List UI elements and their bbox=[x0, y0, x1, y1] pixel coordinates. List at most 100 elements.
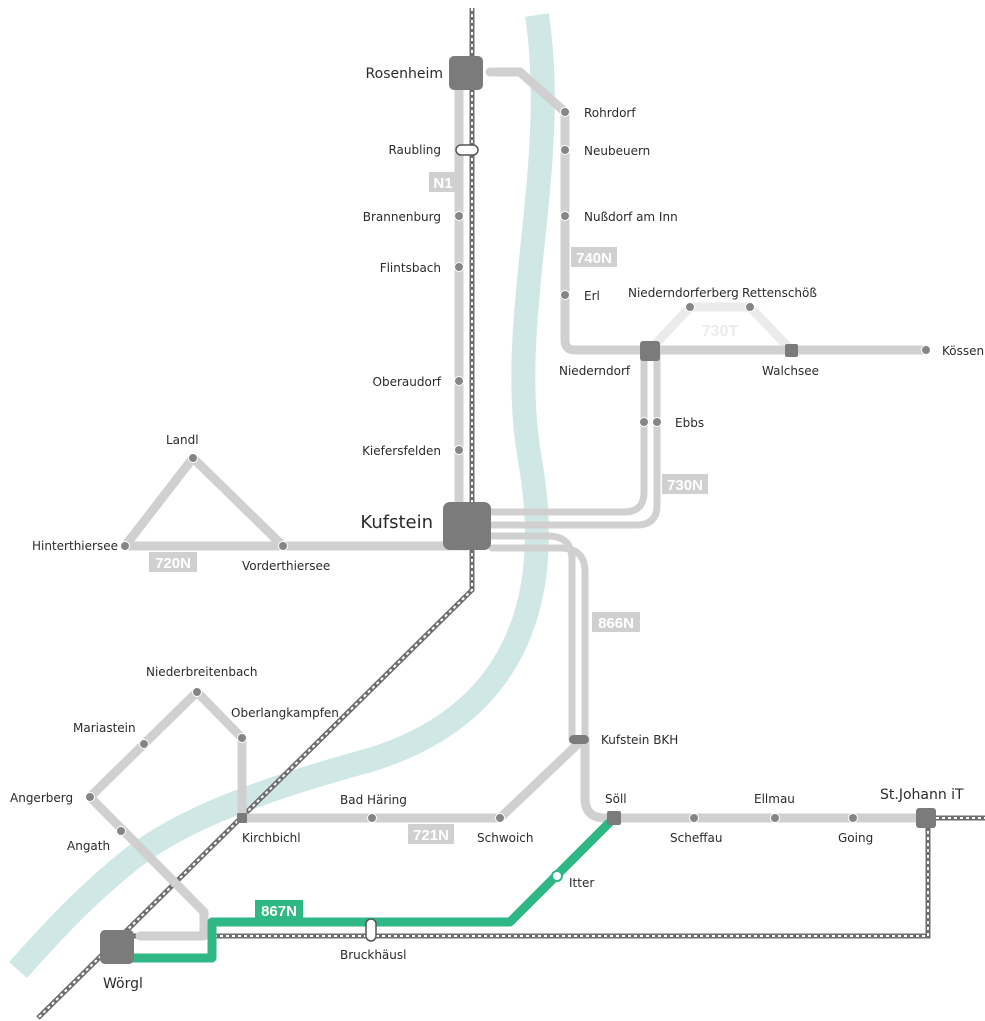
line-bkh-soell bbox=[580, 735, 619, 823]
dot-kiefersfelden bbox=[454, 445, 464, 455]
label-erl: Erl bbox=[584, 289, 600, 303]
dot-hinterthiersee bbox=[120, 541, 130, 551]
svg-text:866N: 866N bbox=[598, 615, 634, 632]
line-label-867n: 867N bbox=[255, 900, 303, 920]
dot-landl bbox=[188, 453, 198, 463]
line-720n bbox=[120, 453, 471, 551]
line-label-740n: 740N bbox=[571, 247, 617, 267]
line-866n-b bbox=[488, 544, 589, 744]
dot-flintsbach bbox=[454, 262, 464, 272]
label-angerberg: Angerberg bbox=[10, 791, 73, 805]
dot-neubeuern bbox=[560, 145, 570, 155]
label-kirchbichl: Kirchbichl bbox=[242, 831, 301, 845]
hub-soell bbox=[607, 811, 621, 825]
label-raubling: Raubling bbox=[388, 143, 441, 157]
dot-ebbs-b bbox=[652, 417, 662, 427]
special-markers bbox=[365, 144, 589, 942]
line-867n bbox=[127, 813, 619, 963]
svg-text:730T: 730T bbox=[702, 323, 739, 340]
line-730n-b bbox=[488, 346, 661, 529]
hub-kufstein bbox=[443, 502, 491, 550]
line-label-730t: 730T bbox=[702, 323, 739, 340]
marker-kufstein-bkh bbox=[569, 735, 589, 744]
label-niederndorf: Niederndorf bbox=[559, 364, 631, 378]
dot-going bbox=[848, 813, 858, 823]
label-ebbs: Ebbs bbox=[675, 416, 704, 430]
line-label-n1: N1 bbox=[429, 172, 457, 192]
line-labels: N1 740N 730T 730N 720N 866N 721N 867N bbox=[149, 172, 738, 920]
dot-vorderthiersee bbox=[278, 541, 288, 551]
hub-st-johann bbox=[916, 808, 936, 828]
hub-walchsee bbox=[785, 344, 798, 357]
marker-bruckhaeusl bbox=[365, 918, 377, 942]
dot-ellmau bbox=[770, 813, 780, 823]
label-kufstein-bkh: Kufstein BKH bbox=[601, 733, 678, 747]
label-schwoich: Schwoich bbox=[477, 831, 534, 845]
hubs bbox=[100, 56, 936, 964]
line-label-721n: 721N bbox=[408, 824, 454, 844]
river-inn bbox=[9, 13, 555, 979]
line-label-730n: 730N bbox=[662, 474, 708, 494]
dot-angerberg bbox=[85, 792, 95, 802]
hub-niederndorf bbox=[640, 341, 660, 361]
label-angath: Angath bbox=[67, 839, 110, 853]
line-bkh-schwoich bbox=[495, 737, 585, 823]
line-740n bbox=[485, 67, 655, 355]
label-nussdorf: Nußdorf am Inn bbox=[584, 210, 678, 224]
label-rosenheim: Rosenheim bbox=[366, 66, 443, 82]
line-label-866n: 866N bbox=[592, 612, 640, 632]
line-730t bbox=[645, 302, 796, 355]
dot-erl bbox=[560, 290, 570, 300]
label-ellmau: Ellmau bbox=[754, 792, 795, 806]
marker-raubling bbox=[455, 144, 479, 156]
dot-brannenburg bbox=[454, 211, 464, 221]
dot-angath bbox=[116, 826, 126, 836]
label-soell: Söll bbox=[605, 792, 627, 806]
label-itter: Itter bbox=[569, 876, 594, 890]
hub-kirchbichl bbox=[237, 813, 247, 823]
label-rohrdorf: Rohrdorf bbox=[584, 106, 636, 120]
dot-oberlangkampfen bbox=[237, 733, 247, 743]
dot-niederndorferberg bbox=[685, 302, 695, 312]
hub-woergl bbox=[100, 930, 134, 964]
railway-tracks bbox=[36, 8, 985, 1020]
label-bad-haering: Bad Häring bbox=[340, 793, 407, 807]
dot-scheffau bbox=[689, 813, 699, 823]
line-866n-a bbox=[488, 532, 576, 744]
label-brannenburg: Brannenburg bbox=[363, 210, 441, 224]
hub-rosenheim bbox=[449, 56, 483, 90]
dot-rettenschoess bbox=[745, 302, 755, 312]
label-vorderthiersee: Vorderthiersee bbox=[242, 559, 330, 573]
dot-oberaudorf bbox=[454, 376, 464, 386]
label-woergl: Wörgl bbox=[103, 976, 143, 992]
label-st-johann: St.Johann iT bbox=[880, 787, 964, 803]
line-730n-a bbox=[488, 346, 648, 516]
dot-ebbs-a bbox=[639, 417, 649, 427]
label-niederndorferberg: Niederndorferberg bbox=[628, 286, 739, 300]
label-koessen: Kössen bbox=[942, 344, 984, 358]
dot-nussdorf bbox=[560, 211, 570, 221]
dot-bad-haering bbox=[367, 813, 377, 823]
label-landl: Landl bbox=[166, 433, 199, 447]
label-walchsee: Walchsee bbox=[762, 364, 819, 378]
station-labels: Rosenheim Rohrdorf Raubling Neubeuern Br… bbox=[10, 66, 984, 992]
label-neubeuern: Neubeuern bbox=[584, 144, 650, 158]
label-oberlangkampfen: Oberlangkampfen bbox=[231, 706, 339, 720]
svg-text:N1: N1 bbox=[433, 175, 452, 192]
dot-rohrdorf bbox=[560, 107, 570, 117]
svg-text:730N: 730N bbox=[667, 477, 703, 494]
label-kiefersfelden: Kiefersfelden bbox=[362, 444, 441, 458]
station-dots bbox=[85, 107, 931, 836]
svg-text:867N: 867N bbox=[261, 903, 297, 920]
svg-text:740N: 740N bbox=[576, 250, 612, 267]
marker-itter bbox=[551, 870, 563, 882]
line-label-720n: 720N bbox=[149, 552, 197, 572]
label-rettenschoess: Rettenschöß bbox=[742, 286, 817, 300]
label-niederbreitenbach: Niederbreitenbach bbox=[146, 665, 258, 679]
label-kufstein: Kufstein bbox=[360, 512, 433, 533]
label-scheffau: Scheffau bbox=[670, 831, 722, 845]
dot-koessen bbox=[921, 345, 931, 355]
label-going: Going bbox=[838, 831, 873, 845]
label-flintsbach: Flintsbach bbox=[380, 261, 441, 275]
